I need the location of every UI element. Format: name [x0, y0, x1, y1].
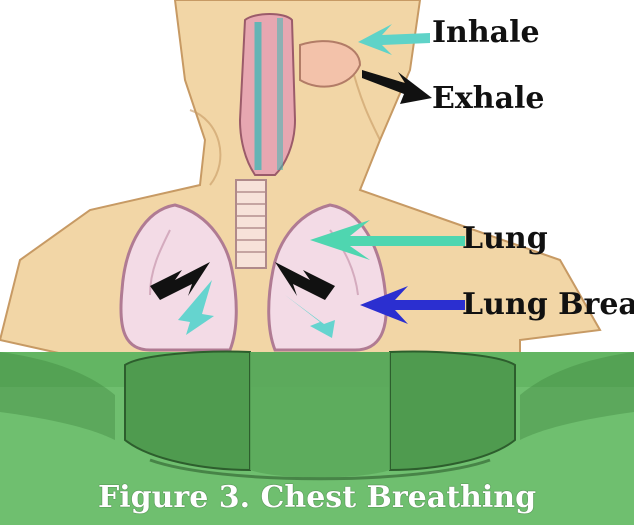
- trachea: [236, 180, 266, 268]
- lung-breathing-label-clip: Lung Breathing: [462, 290, 634, 352]
- lung-breathing-label-line-2: Breathing: [558, 290, 634, 322]
- figure-caption: Figure 3. Chest Breathing: [0, 480, 634, 516]
- lung-label: Lung: [462, 224, 548, 254]
- exhale-label: Exhale: [432, 84, 545, 114]
- inhale-label: Inhale: [432, 18, 540, 48]
- lung-breathing-label: Lung Breathing: [462, 290, 634, 320]
- lung-breathing-label-line-1: Lung: [462, 290, 548, 322]
